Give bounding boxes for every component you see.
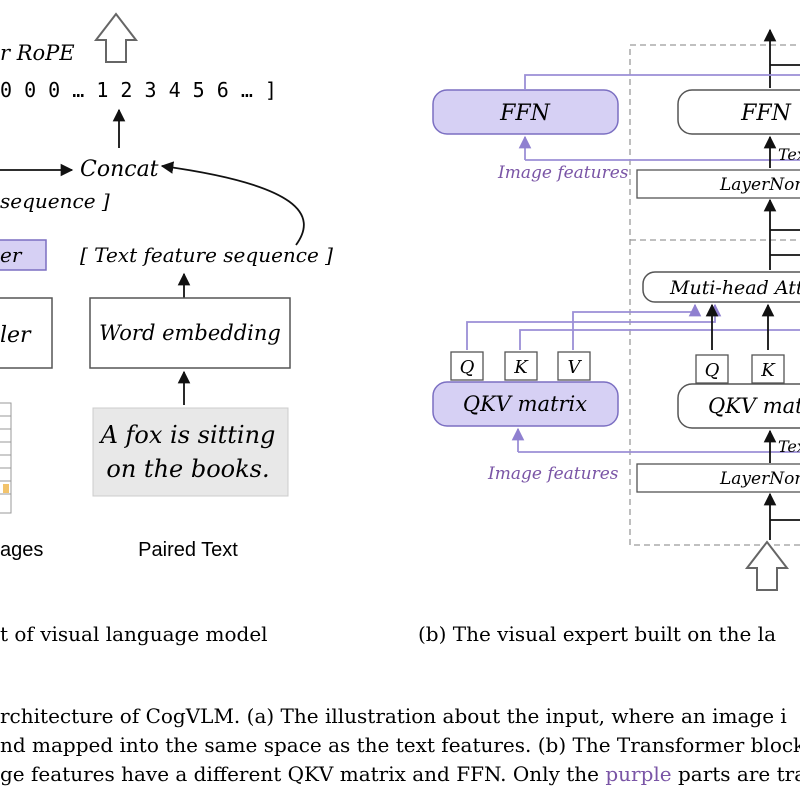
word-embedding-label: Word embedding [99, 321, 281, 345]
output-hollow-arrow-icon [93, 12, 139, 63]
image-k-label: K [513, 357, 529, 378]
position-id-sequence: 0 0 0 … 1 2 3 4 5 6 … ] [0, 78, 277, 102]
right-panel: FFN FFN Image features Tex LayerNor Muti… [418, 28, 800, 646]
vit-encoder-box [0, 297, 53, 369]
text-label-top: Tex [778, 145, 800, 164]
layernorm-top-box [636, 169, 800, 199]
layernorm-bottom-label: LayerNor [719, 469, 800, 489]
caption-line-3-start: ge features have a different QKV matrix … [0, 762, 605, 786]
layernorm-top-label: LayerNor [719, 175, 800, 195]
left-subcaption: t of visual language model [0, 622, 268, 646]
images-caption: ages [0, 539, 43, 561]
text-seq-to-concat-arrow [160, 161, 305, 246]
image-ffn-label: FFN [499, 101, 551, 126]
adapter-label: er [0, 243, 23, 267]
image-features-top-label: Image features [497, 163, 629, 183]
image-k-box [504, 351, 538, 381]
mlp-adapter-box [0, 239, 47, 271]
text-ffn-label: FFN [740, 101, 792, 126]
caption-line-3: ge features have a different QKV matrix … [0, 762, 800, 786]
transformer-block-dashed-border [629, 44, 800, 546]
image-v-label: V [568, 357, 583, 378]
image-q-label: Q [460, 357, 475, 378]
caption-line-2: nd mapped into the same space as the tex… [0, 733, 800, 757]
caption-line-3-end: parts are tra [672, 762, 800, 786]
layernorm-bottom-box [636, 463, 800, 493]
text-ffn-box [677, 89, 800, 135]
image-qkv-matrix-label: QKV matrix [463, 392, 587, 416]
text-q-label: Q [705, 360, 720, 381]
text-qkv-matrix-box [677, 383, 800, 429]
text-q-box [695, 354, 729, 384]
image-qkv-matrix-box [432, 381, 619, 427]
concat-label: Concat [80, 157, 159, 182]
image-q-box [450, 351, 484, 381]
paired-text-box [92, 407, 289, 497]
text-k-box [751, 354, 785, 384]
rope-label: r RoPE [0, 41, 75, 65]
word-embedding-box [89, 297, 291, 369]
text-label-bottom: Tex [778, 437, 800, 456]
multihead-attention-box [642, 271, 800, 303]
input-hollow-arrow-icon [744, 540, 790, 591]
left-panel: r RoPE 0 0 0 … 1 2 3 4 5 6 … ] Concat se… [0, 12, 333, 646]
image-v-to-attention-line [572, 303, 702, 350]
caption-line-1: rchitecture of CogVLM. (a) The illustrat… [0, 704, 787, 728]
multihead-attention-label: Muti-head Att [669, 277, 800, 299]
text-feature-sequence-label: [ Text feature sequence ] [80, 243, 333, 267]
image-k-to-attention-line [519, 329, 800, 350]
caption-purple-word: purple [605, 762, 671, 786]
text-k-label: K [760, 360, 776, 381]
image-sequence-label: sequence ] [0, 189, 110, 213]
image-ffn-output-line [524, 74, 800, 90]
text-qkv-matrix-label: QKV mat [708, 394, 800, 418]
paired-text-line1: A fox is sitting [99, 421, 276, 449]
image-v-box [557, 351, 591, 381]
paired-text-line2: on the books. [106, 455, 269, 483]
paired-text-caption: Paired Text [138, 539, 238, 561]
right-subcaption: (b) The visual expert built on the la [418, 622, 776, 646]
figure-caption: rchitecture of CogVLM. (a) The illustrat… [0, 704, 800, 786]
input-image-grid [0, 402, 12, 514]
encoder-label: ler [0, 323, 32, 348]
image-features-bottom-label: Image features [487, 464, 619, 484]
